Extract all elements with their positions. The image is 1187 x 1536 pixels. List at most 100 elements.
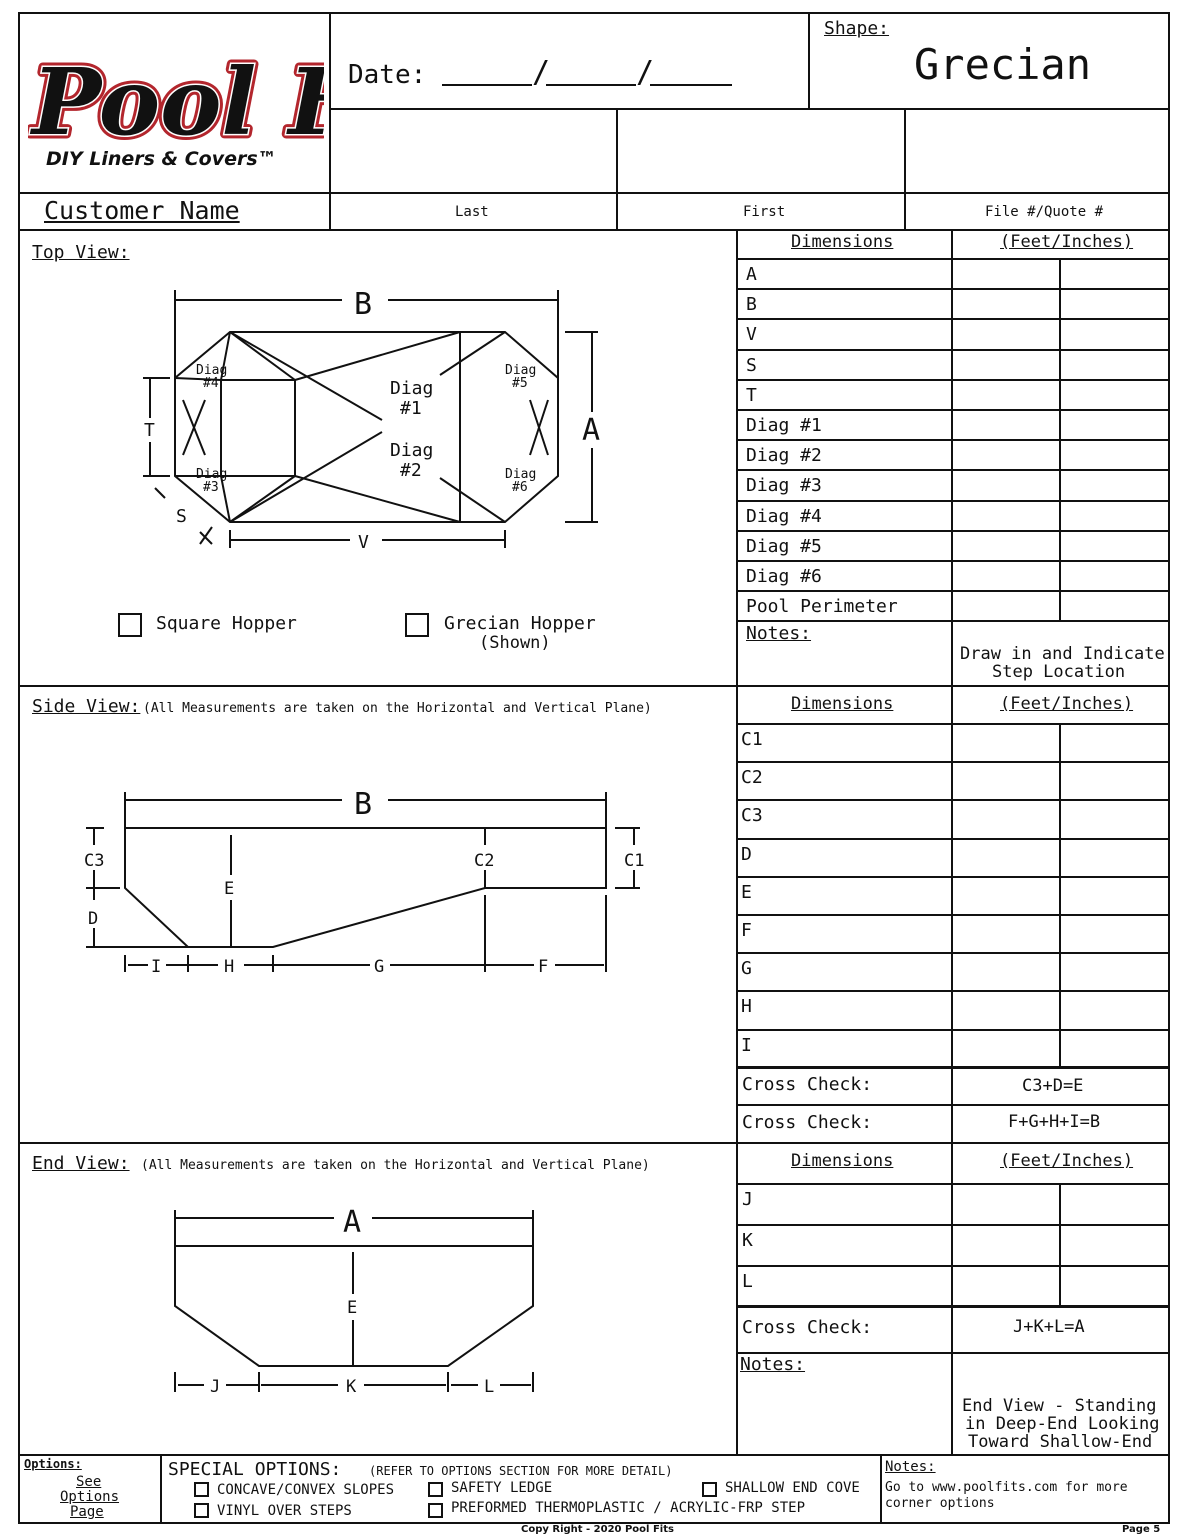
dims-inches-field[interactable] [1061,954,1169,990]
dims-feet-field[interactable] [953,290,1059,318]
square-hopper-checkbox[interactable] [118,613,142,637]
end-view-diagram: A E J K L [174,1205,534,1397]
dims-feet-field[interactable] [953,592,1059,620]
dims-feet-field[interactable] [953,992,1059,1028]
grecian-hopper-checkbox[interactable] [405,613,429,637]
dims-feet-field[interactable] [953,763,1059,799]
dims-row-label: C2 [741,767,763,789]
date-day-line[interactable] [546,84,636,86]
dims-feet-field[interactable] [953,916,1059,952]
dims-row-label: V [746,324,757,346]
dims-row-label: L [742,1271,753,1292]
dims-inches-field[interactable] [1061,878,1169,914]
end-view-subtitle: (All Measurements are taken on the Horiz… [141,1158,650,1173]
opt-concave-checkbox[interactable] [194,1482,209,1497]
dims-inches-field[interactable] [1061,351,1169,379]
dims-inches-field[interactable] [1061,1185,1169,1224]
dims-feet-field[interactable] [953,1185,1059,1224]
opt-concave-label: CONCAVE/CONVEX SLOPES [217,1482,395,1498]
dims-feet-field[interactable] [953,840,1059,876]
see-options-link-3[interactable]: Page [70,1504,104,1520]
dims-inches-field[interactable] [1061,411,1169,439]
dims-feet-field[interactable] [953,562,1059,590]
svg-text:#6: #6 [512,480,528,495]
end-cross-check-label: Cross Check: [742,1317,873,1338]
footer-notes-label: Notes: [885,1459,936,1475]
dims-row-line [736,1306,1170,1308]
see-options-link-2[interactable]: Options [60,1489,120,1505]
svg-text:#1: #1 [400,398,422,419]
dims-row-label: Diag #2 [746,445,822,467]
dims-row-label: C3 [741,805,763,827]
dims-inches-field[interactable] [1061,441,1169,469]
dims-feet-field[interactable] [953,381,1059,409]
date-sep-2: / [636,55,655,90]
dims-row-line [736,469,1170,472]
dims-feet-field[interactable] [953,502,1059,530]
dims-inches-field[interactable] [1061,592,1169,620]
see-options-link-1[interactable]: See [76,1474,102,1490]
dims-row-label: T [746,384,757,406]
dims-feet-field[interactable] [953,260,1059,288]
special-options-title: SPECIAL OPTIONS: [168,1459,342,1480]
dims-inches-field[interactable] [1061,381,1169,409]
dims-inches-field[interactable] [1061,260,1169,288]
dims-feet-field[interactable] [953,725,1059,761]
side-view-subtitle: (All Measurements are taken on the Horiz… [143,701,652,716]
dims-feet-field[interactable] [953,954,1059,990]
dims-feet-field[interactable] [953,411,1059,439]
opt-shallow-cove-checkbox[interactable] [702,1482,717,1497]
dims-feet-field[interactable] [953,878,1059,914]
dims-row-label: Pool Perimeter [746,596,898,618]
dims-feet-field[interactable] [953,1226,1059,1265]
top-b-label: B [354,287,372,322]
opt-safety-ledge-checkbox[interactable] [428,1482,443,1497]
dims-feet-field[interactable] [953,532,1059,560]
dims-inches-field[interactable] [1061,992,1169,1028]
side-hline-cc1 [736,1066,1170,1068]
dims-row-label: F [741,920,752,941]
dims-feet-field[interactable] [953,320,1059,348]
end-cross-check: J+K+L=A [1013,1317,1085,1337]
side-view-title: Side View: [32,696,141,717]
dims-feet-field[interactable] [953,801,1059,837]
dims-row-line [736,1224,1170,1226]
dims-inches-field[interactable] [1061,562,1169,590]
dims-row-line [736,318,1170,321]
dims-inches-field[interactable] [1061,532,1169,560]
dims-inches-field[interactable] [1061,763,1169,799]
opt-vinyl-steps-checkbox[interactable] [194,1503,209,1518]
dims-feet-field[interactable] [953,1031,1059,1067]
dims-inches-field[interactable] [1061,801,1169,837]
dims-inches-field[interactable] [1061,471,1169,499]
dims-inches-field[interactable] [1061,840,1169,876]
dims-inches-field[interactable] [1061,1267,1169,1306]
opt-preformed-step-checkbox[interactable] [428,1503,443,1518]
end-note-2: in Deep-End Looking [965,1414,1160,1434]
grecian-hopper-shown: (Shown) [479,633,551,653]
dims-inches-field[interactable] [1061,320,1169,348]
dims-row-line [736,1028,1170,1031]
footer-notes-text-2: corner options [885,1496,995,1511]
copyright: Copy Right - 2020 Pool Fits [521,1524,674,1535]
date-month-line[interactable] [442,84,532,86]
dims-row-label: J [742,1189,753,1210]
dims-feet-field[interactable] [953,441,1059,469]
dims-feet-field[interactable] [953,351,1059,379]
dims-inches-field[interactable] [1061,1031,1169,1067]
shape-value: Grecian [914,40,1092,89]
dims-feet-field[interactable] [953,471,1059,499]
dims-inches-field[interactable] [1061,725,1169,761]
date-label: Date: [348,60,427,90]
dims-inches-field[interactable] [1061,502,1169,530]
side-units-header: (Feet/Inches) [1000,694,1134,714]
dims-feet-field[interactable] [953,1267,1059,1306]
date-year-line[interactable] [650,84,732,86]
dims-inches-field[interactable] [1061,916,1169,952]
dims-row-label: Diag #3 [746,475,822,497]
dims-inches-field[interactable] [1061,290,1169,318]
svg-text:Pool Fits: Pool Fits [29,48,324,156]
dims-inches-field[interactable] [1061,1226,1169,1265]
dims-row-line [736,348,1170,351]
dims-row-line [736,1183,1170,1185]
